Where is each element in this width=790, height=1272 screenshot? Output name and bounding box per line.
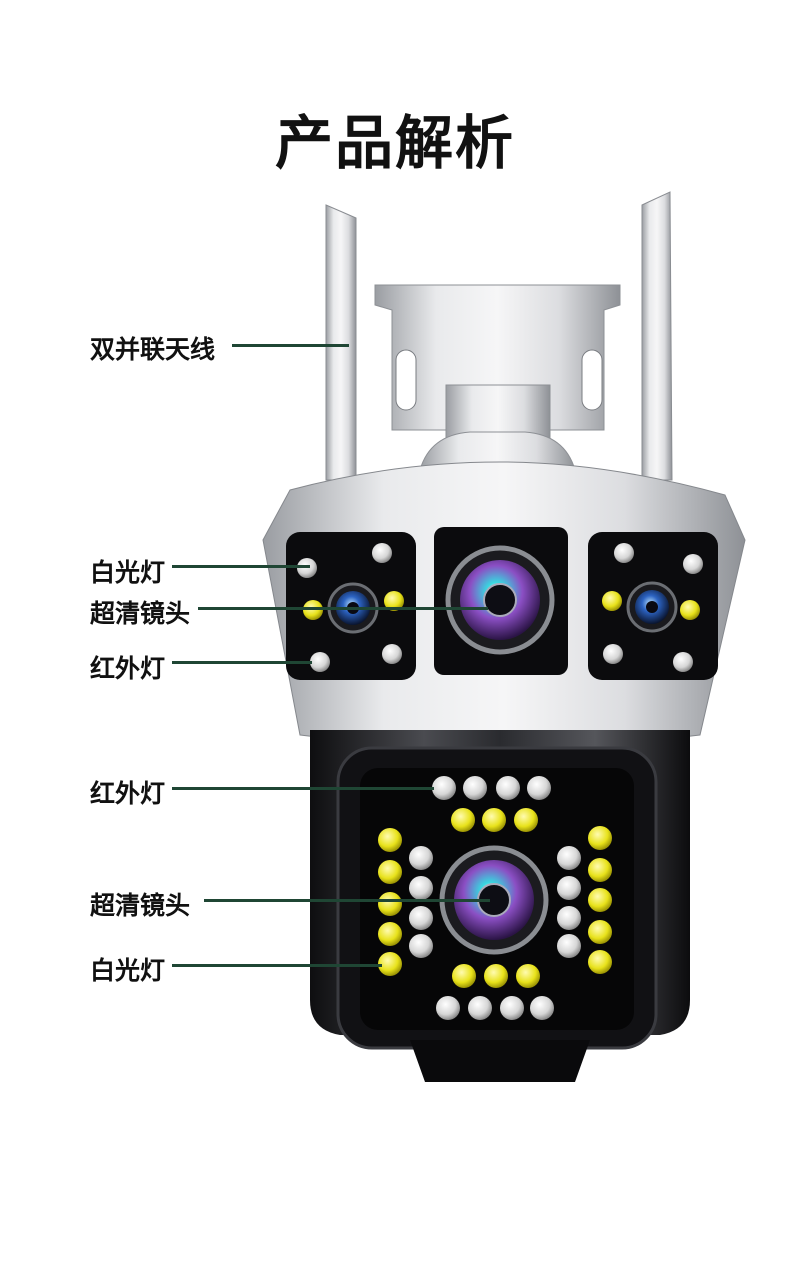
lower-led-array — [378, 776, 612, 1020]
leader-upper-lens — [198, 607, 488, 610]
label-lower-white-light: 白光灯 — [90, 956, 166, 985]
leader-upper-ir-light — [172, 661, 312, 664]
label-lower-lens: 超清镜头 — [90, 891, 191, 920]
wall-bracket — [374, 284, 621, 471]
upper-left-module — [286, 532, 416, 680]
label-upper-lens: 超清镜头 — [90, 599, 191, 628]
upper-center-module — [434, 527, 568, 675]
label-upper-white-light: 白光灯 — [90, 558, 166, 587]
leader-upper-white-light — [172, 565, 310, 568]
antenna-left — [325, 204, 357, 481]
label-upper-ir-light: 红外灯 — [90, 654, 166, 683]
label-lower-ir-light: 红外灯 — [90, 779, 166, 808]
page-title: 产品解析 — [274, 109, 515, 177]
antenna-right — [641, 191, 673, 481]
leader-lower-ir-light — [172, 787, 434, 790]
leader-lower-white-light — [172, 964, 382, 967]
leader-lower-lens — [204, 899, 490, 902]
label-antenna: 双并联天线 — [90, 335, 216, 364]
leader-antenna — [232, 344, 349, 347]
upper-right-module — [588, 532, 718, 680]
